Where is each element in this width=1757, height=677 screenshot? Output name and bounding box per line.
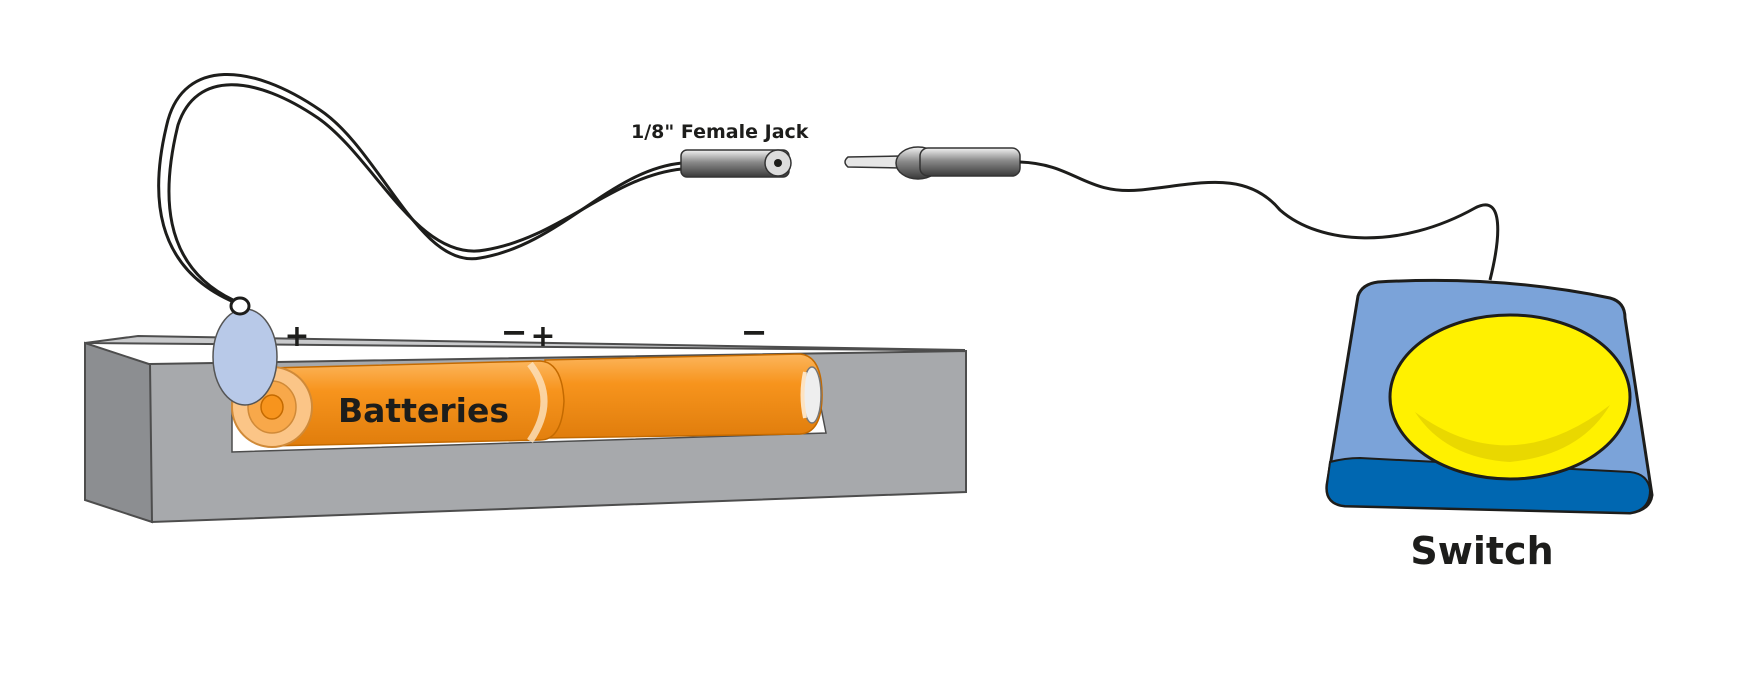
battery-2 <box>544 353 823 439</box>
battery-1 <box>267 360 565 447</box>
switch-label: Switch <box>1410 529 1553 573</box>
holder-side <box>84 341 153 524</box>
jack-cable <box>157 72 683 316</box>
switch-cable <box>1019 160 1500 281</box>
battery-2-positive-sign: + <box>530 319 555 354</box>
male-plug <box>844 146 1021 180</box>
batteries: Batteries <box>231 353 823 448</box>
battery-2-negative-sign: − <box>741 313 768 351</box>
switch-device <box>1325 278 1654 515</box>
jack-socket-hole <box>774 159 782 167</box>
holder-top <box>84 334 966 351</box>
contact-plate <box>212 308 278 406</box>
female-jack-label: 1/8" Female Jack <box>631 121 809 143</box>
switch-base-lip <box>1325 456 1652 515</box>
female-jack <box>680 149 792 178</box>
battery-1-negative-sign: − <box>501 313 528 351</box>
batteries-label: Batteries <box>338 391 509 430</box>
battery-1-positive-sign: + <box>284 319 309 354</box>
